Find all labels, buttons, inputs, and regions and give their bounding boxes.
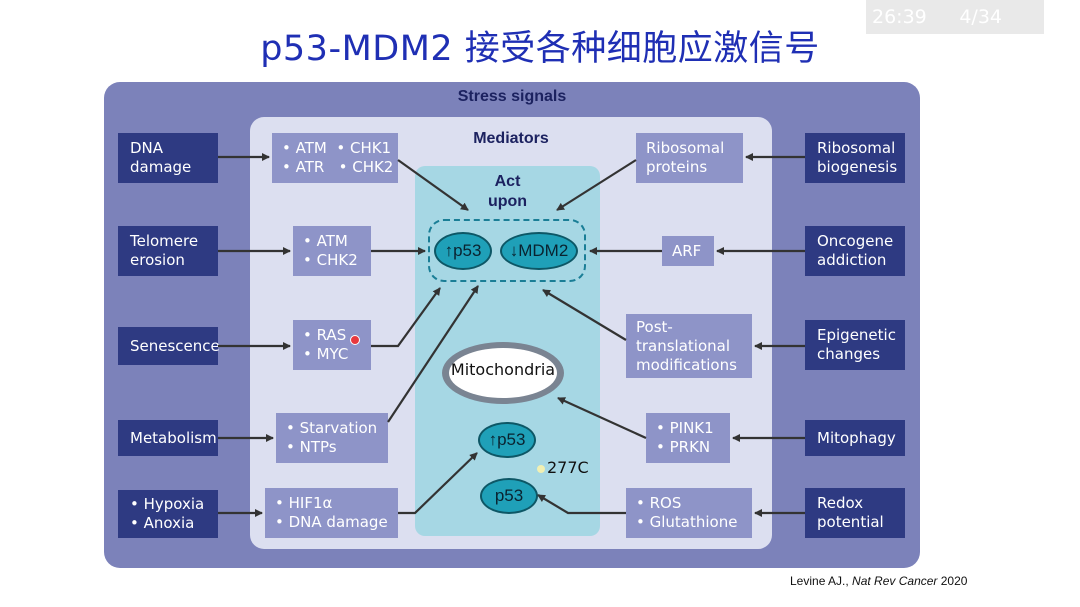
signal-line: Oncogene: [817, 232, 894, 250]
signal-line: Mitophagy: [817, 428, 896, 447]
arrow-starvation-to-p53: [387, 285, 479, 423]
signal-line: addiction: [817, 251, 887, 269]
mediator-line: • DNA damage: [275, 513, 388, 531]
signal-line: Telomere: [130, 232, 199, 250]
mediator-line: • MYC: [303, 345, 349, 363]
arrow-hif-to-p53: [398, 452, 478, 515]
arrow-atm-chk-to-p53: [397, 159, 469, 211]
signal-line: • Anoxia: [130, 514, 195, 532]
mediator-line: Ribosomal: [646, 139, 725, 157]
signal-line: damage: [130, 158, 192, 176]
signal-senescence: Senescence: [118, 327, 220, 365]
p53-up-oval-2: ↑p53: [478, 422, 536, 458]
act-upon-label: Act upon: [415, 172, 600, 212]
mediator-line: ARF: [672, 241, 702, 260]
mutation-label: 277C: [547, 458, 589, 477]
citation-year: 2020: [937, 574, 968, 588]
mediator-post-translational: Post- translational modifications: [626, 314, 752, 378]
mediator-pink1-prkn: • PINK1 • PRKN: [646, 413, 730, 463]
mitochondria-label: Mitochondria: [450, 360, 556, 379]
signal-line: biogenesis: [817, 158, 898, 176]
mediator-line: • Glutathione: [636, 513, 738, 531]
mediator-line: • NTPs: [286, 438, 337, 456]
arrow-ros-to-p53: [537, 494, 626, 515]
mediator-line: • HIF1α: [275, 494, 333, 512]
mediator-ras-myc: • RAS • MYC: [293, 320, 371, 370]
signal-redox-potential: Redox potential: [805, 488, 905, 538]
mediator-line: • RAS: [303, 326, 347, 344]
mediator-line: • CHK2: [303, 251, 358, 269]
arrow-pink-to-mito: [557, 396, 647, 440]
mediator-line: • PRKN: [656, 438, 711, 456]
signal-line: • Hypoxia: [130, 495, 205, 513]
signal-ribosomal-biogenesis: Ribosomal biogenesis: [805, 133, 905, 183]
signal-line: Metabolism: [130, 428, 217, 447]
mediator-line: • ROS: [636, 494, 682, 512]
signal-mitophagy: Mitophagy: [805, 420, 905, 456]
signal-line: erosion: [130, 251, 185, 269]
mediator-ros-glutathione: • ROS • Glutathione: [626, 488, 752, 538]
p53-mdm2-group: [428, 219, 586, 282]
signal-dna-damage: DNA damage: [118, 133, 218, 183]
presentation-timer: 26:39 4/34: [866, 0, 1044, 34]
laser-pointer-icon: [350, 335, 360, 345]
mediator-hif1a: • HIF1α • DNA damage: [265, 488, 398, 538]
citation-journal: Nat Rev Cancer: [852, 574, 938, 588]
mediator-line: • ATM • CHK1: [282, 139, 392, 157]
stress-signals-label: Stress signals: [457, 88, 567, 105]
citation-author: Levine AJ.,: [790, 574, 853, 588]
signal-line: Epigenetic: [817, 326, 896, 344]
mediator-line: • ATM: [303, 232, 348, 250]
signal-line: Ribosomal: [817, 139, 896, 157]
mutation-dot: [537, 465, 545, 473]
mediator-line: proteins: [646, 158, 708, 176]
mediator-line: • PINK1: [656, 419, 714, 437]
mediator-atm-chk2: • ATM • CHK2: [293, 226, 371, 276]
page-counter: 4/34: [959, 6, 1002, 28]
arrow-ras-myc-to-p53: [371, 287, 441, 348]
mediator-arf: ARF: [662, 236, 714, 266]
signal-epigenetic-changes: Epigenetic changes: [805, 320, 905, 370]
mediator-line: modifications: [636, 355, 737, 374]
act-upon-text: Act upon: [487, 173, 528, 210]
mitochondria-inner: [449, 348, 557, 398]
citation: Levine AJ., Nat Rev Cancer 2020: [790, 574, 967, 588]
slide-title: p53-MDM2 接受各种细胞应激信号: [260, 29, 820, 69]
mediator-ribosomal-proteins: Ribosomal proteins: [636, 133, 743, 183]
mediator-line: Post-: [636, 317, 673, 336]
signal-line: DNA: [130, 139, 164, 157]
mediators-label: Mediators: [473, 130, 549, 147]
p53-up-oval: ↑p53: [434, 232, 492, 270]
signal-line: potential: [817, 513, 884, 531]
mdm2-down-oval: ↓MDM2: [500, 232, 578, 270]
mediator-line: translational: [636, 336, 731, 355]
signal-telomere-erosion: Telomere erosion: [118, 226, 218, 276]
signal-oncogene-addiction: Oncogene addiction: [805, 226, 905, 276]
signal-line: changes: [817, 345, 881, 363]
mediator-line: • ATR • CHK2: [282, 158, 394, 176]
signal-metabolism: Metabolism: [118, 420, 218, 456]
signal-hypoxia-anoxia: • Hypoxia • Anoxia: [118, 490, 218, 538]
arrow-ptm-to-group: [542, 289, 627, 341]
elapsed-time: 26:39: [872, 6, 927, 28]
mediator-starvation-ntps: • Starvation • NTPs: [276, 413, 388, 463]
arrow-ribosomal-to-mdm2: [556, 159, 637, 211]
mediator-line: • Starvation: [286, 419, 378, 437]
p53-mutant-oval: p53: [480, 478, 538, 514]
mediator-atm-chk: • ATM • CHK1 • ATR • CHK2: [272, 133, 398, 183]
signal-line: Redox: [817, 494, 864, 512]
signal-line: Senescence: [130, 336, 220, 355]
